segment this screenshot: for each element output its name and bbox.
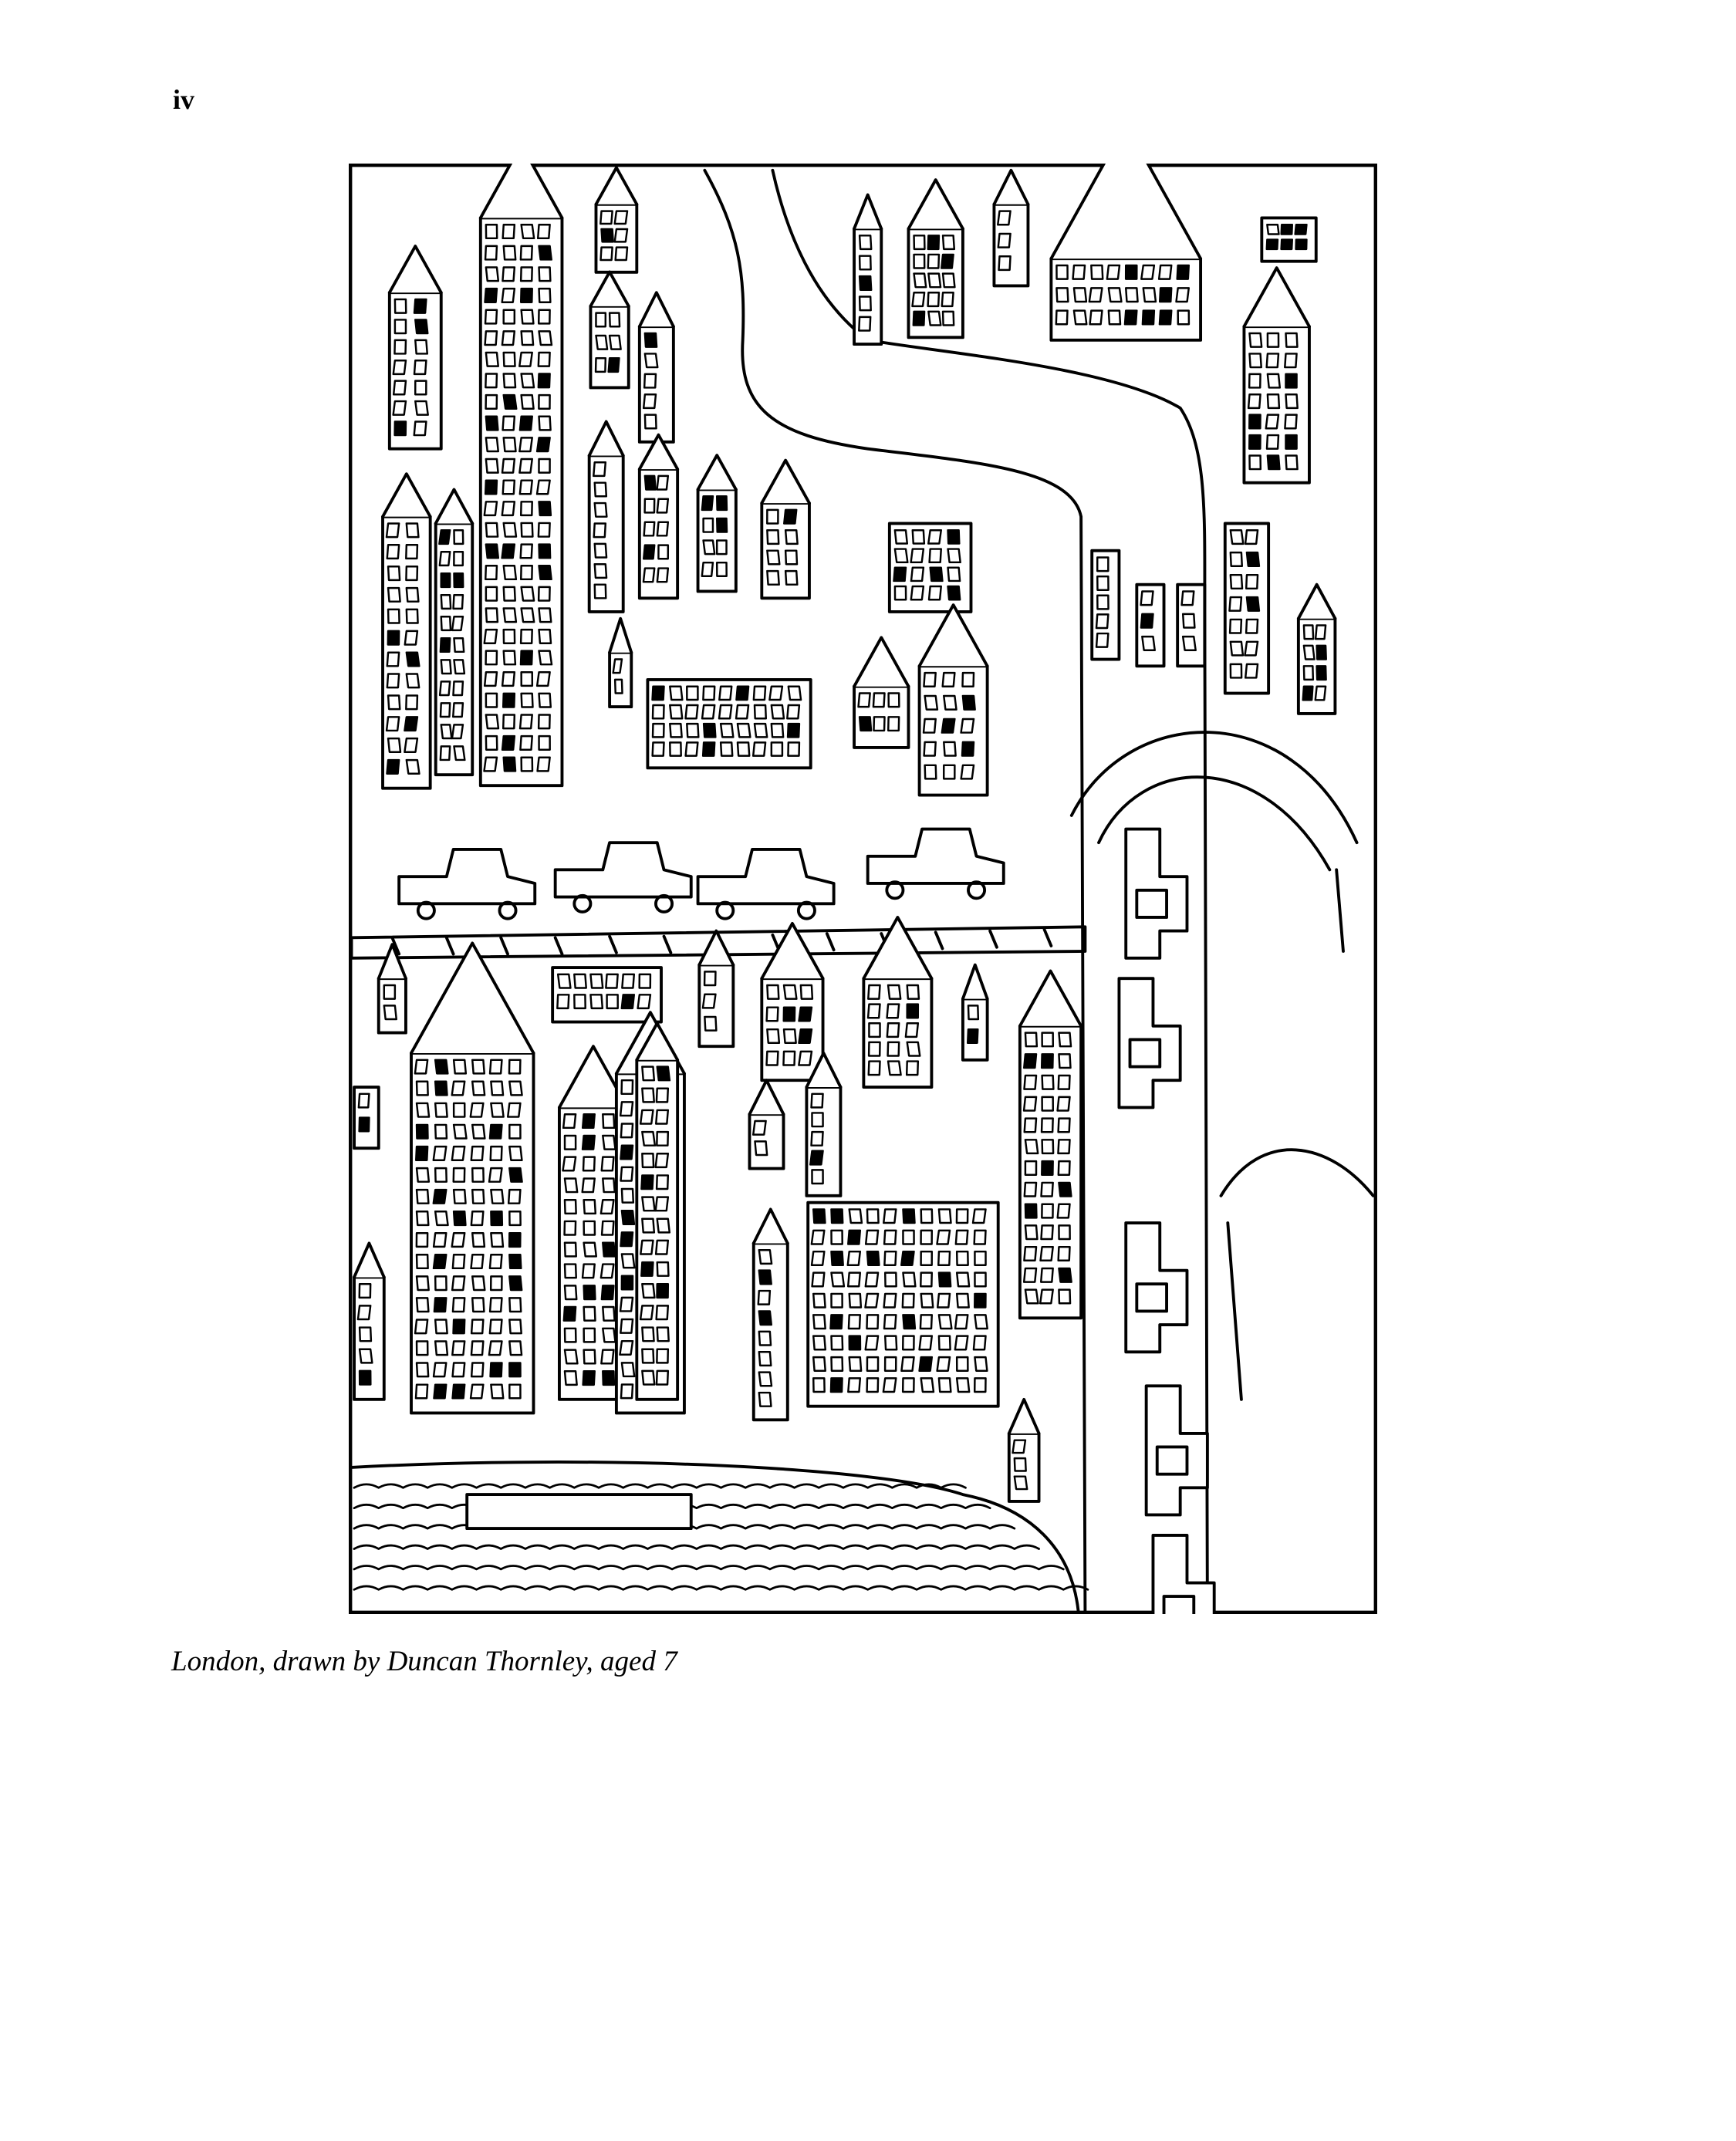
river-waves — [353, 1483, 1089, 1591]
building — [748, 1079, 785, 1170]
building — [696, 454, 738, 593]
river-bank — [350, 1461, 1080, 1613]
building — [646, 677, 812, 770]
vehicle — [1124, 1221, 1189, 1354]
building — [478, 164, 564, 788]
vehicle — [696, 848, 836, 920]
building — [1296, 583, 1337, 715]
arch-bridge — [1069, 731, 1359, 953]
building — [917, 603, 989, 797]
vehicle — [1124, 827, 1189, 960]
building — [1135, 583, 1166, 668]
building — [381, 472, 432, 790]
road-left-edge — [703, 168, 1087, 1613]
building — [1223, 522, 1271, 695]
building — [760, 458, 811, 600]
page-number: iv — [173, 84, 195, 115]
building — [410, 941, 535, 1415]
building — [1242, 266, 1311, 485]
vehicles — [397, 827, 1216, 1614]
building — [751, 1207, 789, 1422]
building — [387, 245, 443, 451]
building — [594, 166, 639, 274]
drawing-border — [349, 164, 1377, 1614]
building — [1018, 969, 1083, 1320]
building — [961, 963, 989, 1062]
building — [697, 929, 735, 1049]
road-right-edge — [771, 168, 1209, 1613]
building — [806, 1201, 1000, 1408]
building — [760, 921, 825, 1082]
building — [589, 270, 630, 390]
building — [434, 488, 475, 777]
building — [1090, 549, 1121, 661]
building — [551, 966, 663, 1024]
building — [907, 178, 964, 339]
building — [353, 1241, 386, 1401]
figure-caption: London, drawn by Duncan Thornley, aged 7 — [171, 1646, 677, 1677]
building — [377, 943, 407, 1035]
building — [1049, 164, 1203, 342]
building — [853, 636, 910, 749]
building — [1260, 216, 1318, 263]
building — [853, 193, 883, 346]
bridge-deck — [350, 925, 1087, 960]
hill — [1219, 1148, 1375, 1401]
building — [992, 168, 1030, 288]
buildings — [353, 164, 1337, 1503]
city-drawing — [349, 164, 1377, 1614]
bridge-hatching — [390, 927, 1053, 956]
building — [862, 916, 934, 1089]
building — [1007, 1397, 1041, 1503]
vehicle — [1117, 977, 1182, 1109]
building — [353, 1086, 380, 1150]
building — [637, 433, 680, 600]
building — [1176, 583, 1207, 668]
vehicle — [866, 827, 1005, 900]
building — [608, 616, 633, 709]
building — [805, 1052, 843, 1197]
building — [887, 522, 973, 613]
building — [587, 420, 625, 613]
vehicle — [397, 848, 537, 920]
building — [637, 291, 675, 444]
vehicle — [1144, 1384, 1209, 1517]
building — [635, 1022, 680, 1401]
vehicle — [1151, 1533, 1216, 1614]
vehicle — [553, 841, 693, 913]
